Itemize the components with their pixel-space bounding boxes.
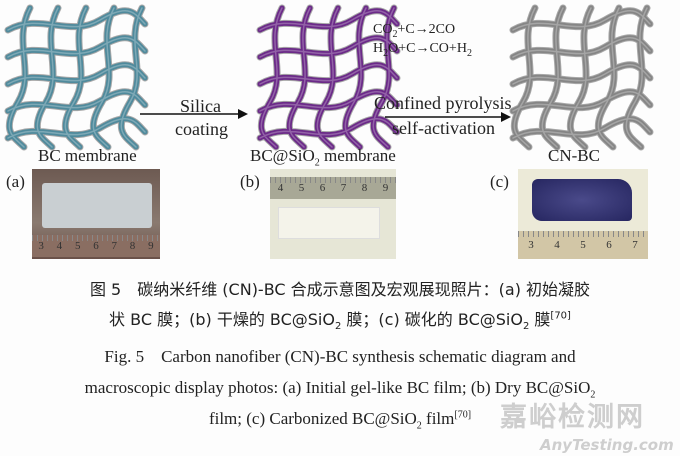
ruler-number: 6: [606, 239, 612, 251]
caption-cn-line2: 状 BC 膜；(b) 干燥的 BC@SiO2 膜；(c) 碳化的 BC@SiO2…: [109, 310, 571, 333]
photo-b: 4 5 6 7 8 9: [270, 169, 396, 259]
mesh-fibers: [259, 7, 398, 148]
mesh-fibers: [7, 7, 146, 148]
ruler-number: 8: [129, 240, 136, 252]
bc-sio2-film: [278, 207, 380, 239]
mesh-fibers: [510, 5, 653, 150]
ruler: 4 5 6 7 8 9: [270, 177, 396, 199]
ruler-number: 9: [148, 240, 154, 252]
ruler-number: 6: [319, 182, 326, 194]
ruler-number: 3: [528, 239, 534, 251]
photo-c: 3 4 5 6 7: [518, 169, 648, 259]
ruler-number: 3: [38, 240, 44, 252]
ruler-number: 6: [93, 240, 99, 252]
bc-film: [42, 183, 152, 228]
ruler-number: 4: [56, 240, 63, 252]
ruler-number: 8: [361, 182, 368, 194]
caption-en-line1: Fig. 5 Carbon nanofiber (CN)-BC synthesi…: [104, 347, 576, 366]
ruler-number: 4: [554, 239, 560, 251]
mesh-fibers: [257, 5, 400, 150]
ruler-number: 7: [632, 239, 638, 251]
caption-cn-line1: 图 5 碳纳米纤维 (CN)-BC 合成示意图及宏观展现照片：(a) 初始凝胶: [89, 280, 591, 299]
stage-label-cn-bc: CN-BC: [548, 146, 600, 165]
arrow1-bottom-label: coating: [175, 119, 228, 139]
caption-en-line2: macroscopic display photos: (a) Initial …: [84, 378, 596, 401]
ruler: 3 4 5 6 7: [518, 231, 648, 259]
watermark-cn: 嘉峪检测网: [500, 402, 645, 433]
mesh-fibers: [5, 5, 148, 150]
arrow2-icon: [385, 112, 511, 122]
watermark-en: AnyTesting.com: [540, 436, 674, 454]
arrow1-icon: [140, 109, 248, 119]
mesh-fibers: [512, 7, 651, 148]
reaction-2: H2O+C→CO+H2: [373, 41, 472, 59]
arrow1-top-label: Silica: [180, 96, 221, 116]
stage-label-bc: BC membrane: [38, 146, 137, 165]
stage-label-bc-sio2: BC@SiO2 membrane: [250, 146, 396, 169]
ruler-number: 4: [277, 182, 284, 194]
photo-b-tag: (b): [240, 172, 260, 191]
bc-sio2-membrane-mesh: [256, 4, 401, 151]
caption-en-line3: film; (c) Carbonized BC@SiO2 film[70]: [208, 409, 472, 432]
ruler-number: 5: [74, 240, 81, 252]
photo-c-tag: (c): [490, 172, 509, 191]
reaction-1: CO2+C→2CO: [373, 22, 456, 40]
ruler-number: 5: [580, 239, 586, 251]
photo-a-tag: (a): [6, 172, 25, 191]
ruler-number: 5: [298, 182, 305, 194]
cn-bc-film: [532, 179, 632, 221]
cn-bc-mesh: [509, 4, 654, 151]
bc-membrane-mesh: [4, 4, 149, 151]
arrow2-top-label: Confined pyrolysis: [374, 93, 512, 113]
arrow2-bottom-label: self-activation: [392, 118, 495, 138]
ruler-number: 7: [111, 240, 118, 252]
ruler-number: 7: [340, 182, 347, 194]
ruler-number: 9: [382, 182, 389, 194]
